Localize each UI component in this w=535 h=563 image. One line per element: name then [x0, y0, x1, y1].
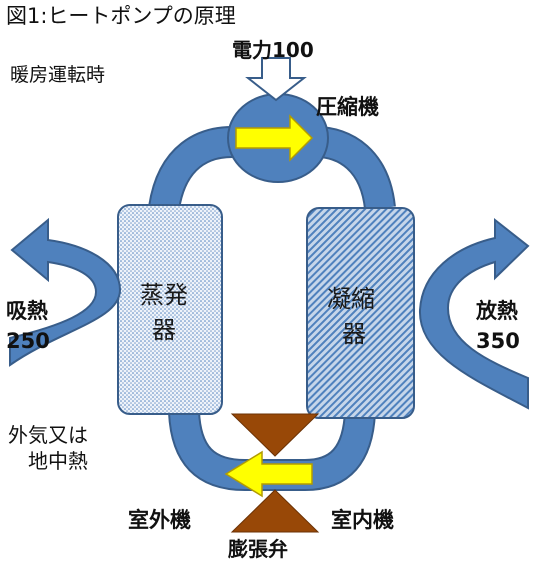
absorb-arrow — [9, 217, 122, 367]
condenser-label-line1: 凝縮 — [327, 285, 375, 313]
operation-mode-label: 暖房運転時 — [10, 64, 106, 86]
expansion-valve-top — [230, 413, 320, 457]
absorb-label: 吸熱 — [6, 299, 48, 323]
heat-source-label-line2: 地中熱 — [28, 449, 88, 473]
release-arrow — [418, 217, 530, 410]
absorb-value: 250 — [6, 329, 50, 353]
outdoor-unit-label: 室外機 — [128, 508, 191, 532]
evaporator-label-line2: 器 — [152, 316, 176, 344]
release-label: 放熱 — [476, 299, 518, 323]
power-label: 電力100 — [232, 38, 314, 62]
evaporator-label-line1: 蒸発 — [140, 281, 188, 309]
expansion-valve-bottom — [230, 489, 320, 533]
compressor-label: 圧縮機 — [316, 95, 379, 119]
expansion-valve-label: 膨張弁 — [228, 537, 288, 561]
power-arrow — [245, 57, 307, 102]
compressor-flow-arrow — [235, 114, 314, 162]
release-value: 350 — [476, 329, 520, 353]
page-title: 図1:ヒートポンプの原理 — [6, 4, 236, 28]
heat-source-label-line1: 外気又は — [8, 423, 88, 447]
condenser-label-line2: 器 — [342, 320, 366, 348]
condenser — [306, 207, 415, 419]
indoor-unit-label: 室内機 — [331, 508, 394, 532]
valve-flow-arrow — [224, 450, 313, 498]
evaporator — [117, 204, 223, 415]
